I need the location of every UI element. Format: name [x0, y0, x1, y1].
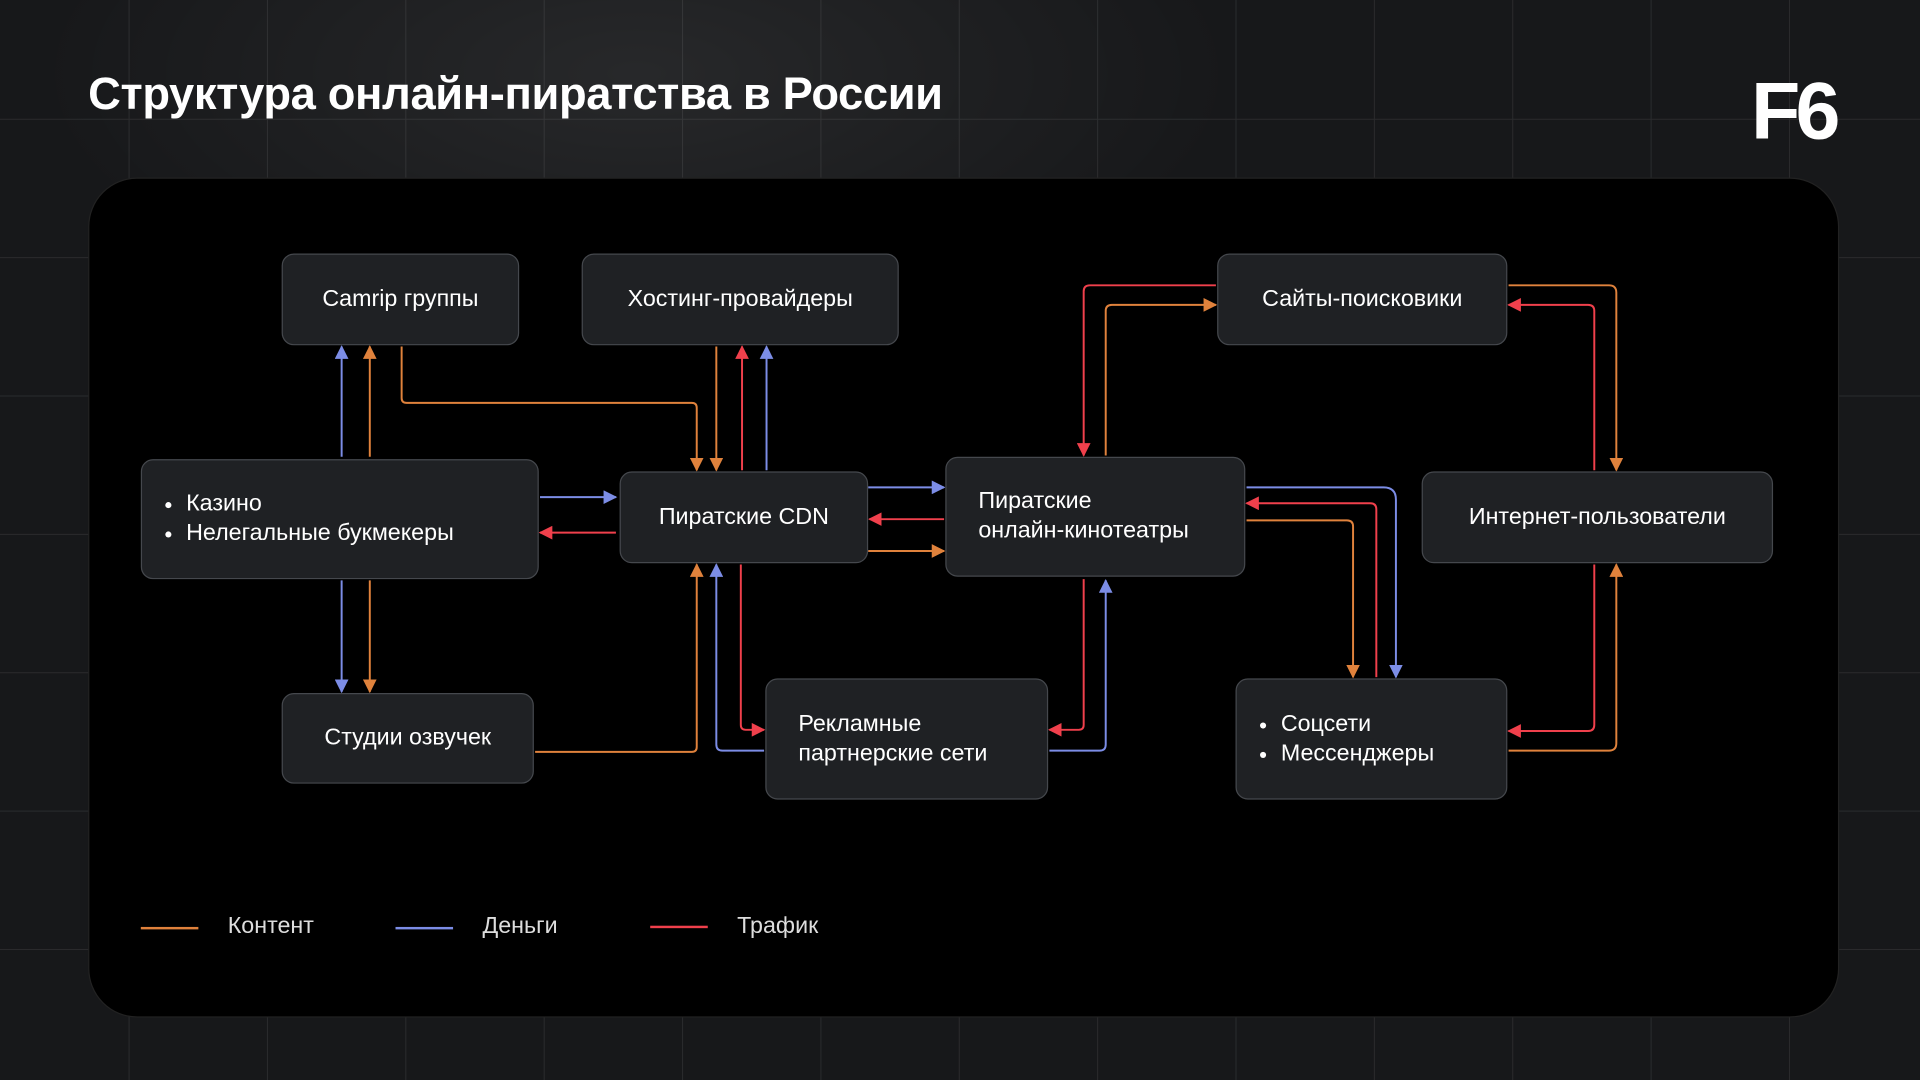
legend-swatch-traffic [650, 925, 708, 929]
arrow-cinemas-ad-traffic [1048, 579, 1085, 737]
f6-logo: F6 [1751, 64, 1840, 156]
node-label: онлайн-кинотеатры [978, 517, 1189, 544]
node-label: Интернет-пользователи [1468, 503, 1726, 530]
money-arrows [334, 345, 1403, 752]
node-ad-networks: Рекламные партнерские сети [765, 678, 1049, 800]
legend-swatch-money [395, 926, 454, 930]
arrow-ad-cinemas-money [1049, 579, 1113, 752]
node-label: Студии озвучек [324, 724, 492, 751]
traffic-arrows [538, 284, 1596, 738]
arrow-cdn-ad-traffic [739, 564, 766, 737]
content-arrows [362, 284, 1624, 753]
node-camrip: Camrip группы [281, 253, 520, 346]
node-casino: КазиноНелегальные букмекеры [140, 459, 539, 580]
node-label: Camrip группы [322, 285, 479, 312]
arrow-social-cinemas-traffic [1245, 496, 1378, 678]
arrow-cinemas-social-content [1246, 519, 1360, 679]
arrow-sites-users-content [1508, 284, 1624, 472]
node-bullet: Соцсети [1281, 710, 1506, 739]
arrow-sites-cinemas-traffic [1076, 284, 1216, 457]
node-bullet: Мессенджеры [1281, 739, 1506, 768]
arrow-camrip-cdn-content [400, 346, 704, 472]
node-hosting: Хостинг-провайдеры [581, 253, 899, 346]
node-label: партнерские сети [798, 740, 988, 766]
node-dubbing: Студии озвучек [281, 693, 534, 784]
node-bullet: Казино [186, 490, 537, 519]
arrow-ad-cdn-money [709, 563, 765, 752]
arrow-users-social-traffic [1507, 564, 1596, 738]
arrow-dubbing-cdn-content [535, 563, 704, 753]
node-label: Сайты-поисковики [1262, 285, 1463, 312]
arrow-social-users-content [1508, 563, 1624, 752]
node-social: СоцсетиМессенджеры [1235, 678, 1508, 800]
arrow-cinemas-social-money [1246, 486, 1403, 679]
node-label: Пиратские CDN [658, 503, 829, 530]
legend-swatch-content [140, 926, 199, 930]
arrow-cinemas-sites-content [1104, 298, 1218, 456]
node-label: Хостинг-провайдеры [627, 285, 853, 312]
arrow-users-sites-traffic [1507, 298, 1596, 471]
node-internet-users: Интернет-пользователи [1421, 471, 1774, 564]
legend-label-money: Деньги [482, 913, 558, 940]
node-label: Пиратские [978, 488, 1092, 515]
node-cdn: Пиратские CDN [619, 471, 869, 564]
node-search-sites: Сайты-поисковики [1217, 253, 1508, 346]
page-title: Структура онлайн-пиратства в России [88, 68, 943, 119]
legend-label-content: Контент [227, 913, 314, 940]
node-bullet: Нелегальные букмекеры [186, 519, 537, 548]
legend-label-traffic: Трафик [737, 913, 819, 940]
node-label: Рекламные [798, 710, 922, 737]
